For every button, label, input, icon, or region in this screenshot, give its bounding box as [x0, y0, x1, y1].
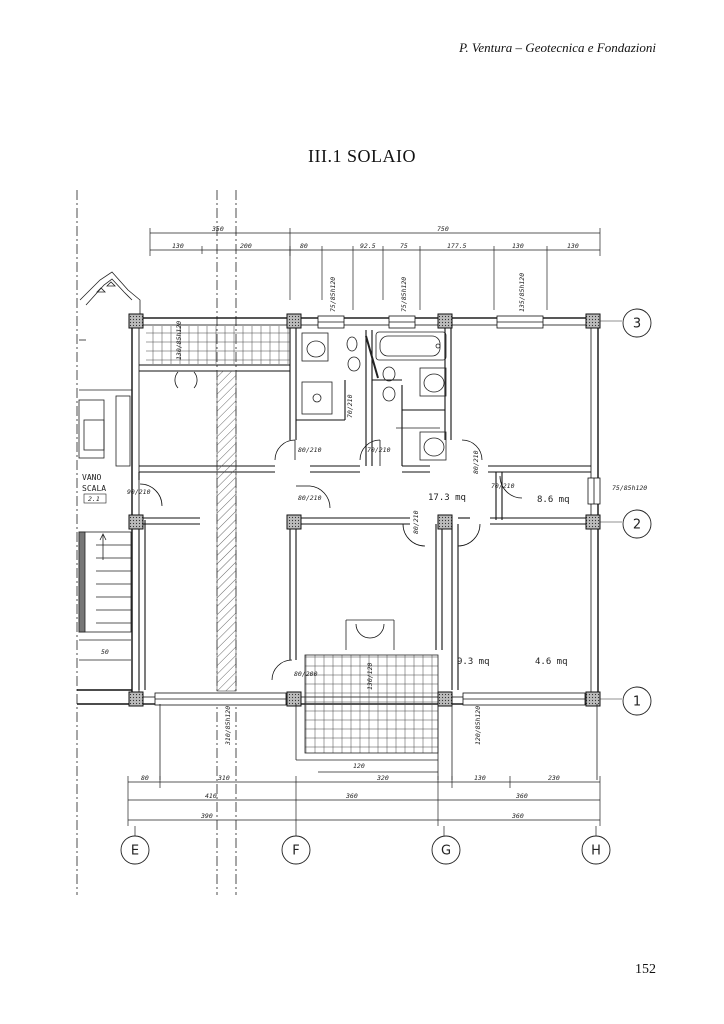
- axis-label-g: G: [441, 844, 451, 859]
- balcony: [159, 619, 598, 780]
- window-label-8: 130/120: [366, 663, 374, 690]
- bottom-dim-3: 320: [376, 774, 389, 782]
- misc-dim-50: 50: [101, 648, 109, 656]
- door-label-9: 80/200: [294, 670, 318, 678]
- window-label-5: 130/85h120: [175, 321, 183, 360]
- section-title: III.1 SOLAIO: [308, 146, 416, 166]
- axis-marker-h: [581, 835, 611, 865]
- door-label-3: 70/210: [346, 394, 354, 418]
- windows-top: [154, 315, 601, 706]
- bottom-dim-7: 360: [345, 792, 358, 800]
- bottom-dim-5: 230: [548, 774, 560, 782]
- window-label-3: 135/85h120: [518, 273, 526, 312]
- structural-columns: [128, 313, 601, 707]
- bottom-dim-6: 410: [205, 792, 217, 800]
- bottom-dim-10: 360: [511, 812, 524, 820]
- interior-walls: [138, 325, 591, 690]
- top-dim-7: 130: [512, 242, 524, 250]
- door-label-6: 80/210: [412, 510, 420, 534]
- running-header: P. Ventura – Geotecnica e Fondazioni: [459, 40, 656, 55]
- stair-tag: 2.1: [88, 495, 100, 503]
- top-dim-1: 130: [172, 242, 184, 250]
- room-area-3: 9.3 mq: [457, 657, 490, 667]
- top-dim-overall-1: 350: [211, 225, 224, 233]
- axis-label-f: F: [292, 844, 299, 859]
- axis-marker-3: [622, 308, 652, 338]
- door-label-5: 90/210: [127, 488, 151, 496]
- window-label-6: 310/85h120: [224, 706, 232, 746]
- page-number: 152: [635, 962, 656, 977]
- misc-dim-120: 120: [353, 762, 365, 770]
- window-label-2: 75/85h120: [400, 277, 408, 312]
- bottom-dim-1: 80: [141, 774, 149, 782]
- row-axis-lines: [600, 320, 622, 700]
- top-dim-5: 75: [400, 242, 408, 250]
- door-label-2: 70/210: [367, 446, 391, 454]
- door-swings: [139, 371, 523, 681]
- stair-label-scala: SCALA: [82, 484, 106, 493]
- top-dimension-lines: [149, 228, 601, 310]
- axis-label-e: E: [131, 844, 139, 859]
- hatched-strip: [216, 370, 237, 692]
- axis-marker-f: [281, 835, 311, 865]
- bottom-dim-8: 360: [515, 792, 528, 800]
- left-annex: [78, 271, 141, 661]
- door-label-4: 80/210: [298, 494, 322, 502]
- door-label-7: 80/210: [472, 450, 480, 474]
- axis-marker-g: [431, 835, 461, 865]
- window-label-4: 75/85h120: [612, 484, 647, 492]
- top-dim-6: 177.5: [447, 242, 467, 250]
- sanitary-fixtures: [301, 331, 447, 461]
- axis-label-3: 3: [633, 317, 641, 332]
- stair-label-vano: VANO: [82, 473, 101, 482]
- axis-label-2: 2: [633, 518, 641, 533]
- room-area-1: 17.3 mq: [428, 493, 466, 503]
- bottom-dim-4: 130: [474, 774, 486, 782]
- axis-label-1: 1: [633, 695, 641, 710]
- window-label-1: 75/85h120: [329, 277, 337, 312]
- room-area-4: 4.6 mq: [535, 657, 568, 667]
- guide-lines: [76, 190, 237, 895]
- top-dim-8: 130: [567, 242, 579, 250]
- bottom-dim-9: 390: [200, 812, 213, 820]
- axis-marker-1: [622, 686, 652, 716]
- axis-marker-e: [120, 835, 150, 865]
- bottom-dimension-lines: [127, 776, 601, 838]
- door-label-8: 70/210: [491, 482, 515, 490]
- bottom-dim-2: 310: [217, 774, 230, 782]
- outer-walls: [77, 317, 599, 705]
- tiled-area-top: [146, 326, 290, 364]
- top-dim-4: 92.5: [360, 242, 376, 250]
- stair-tag-box: [83, 493, 107, 504]
- top-dim-overall-2: 750: [437, 225, 449, 233]
- door-label-1: 80/210: [298, 446, 322, 454]
- window-label-7: 120/85h120: [474, 706, 482, 745]
- axis-label-h: H: [591, 844, 601, 859]
- axis-marker-2: [622, 509, 652, 539]
- room-area-2: 8.6 mq: [537, 495, 570, 505]
- top-dim-2: 200: [240, 242, 252, 250]
- tiled-balcony: [304, 654, 439, 754]
- top-dim-3: 80: [300, 242, 308, 250]
